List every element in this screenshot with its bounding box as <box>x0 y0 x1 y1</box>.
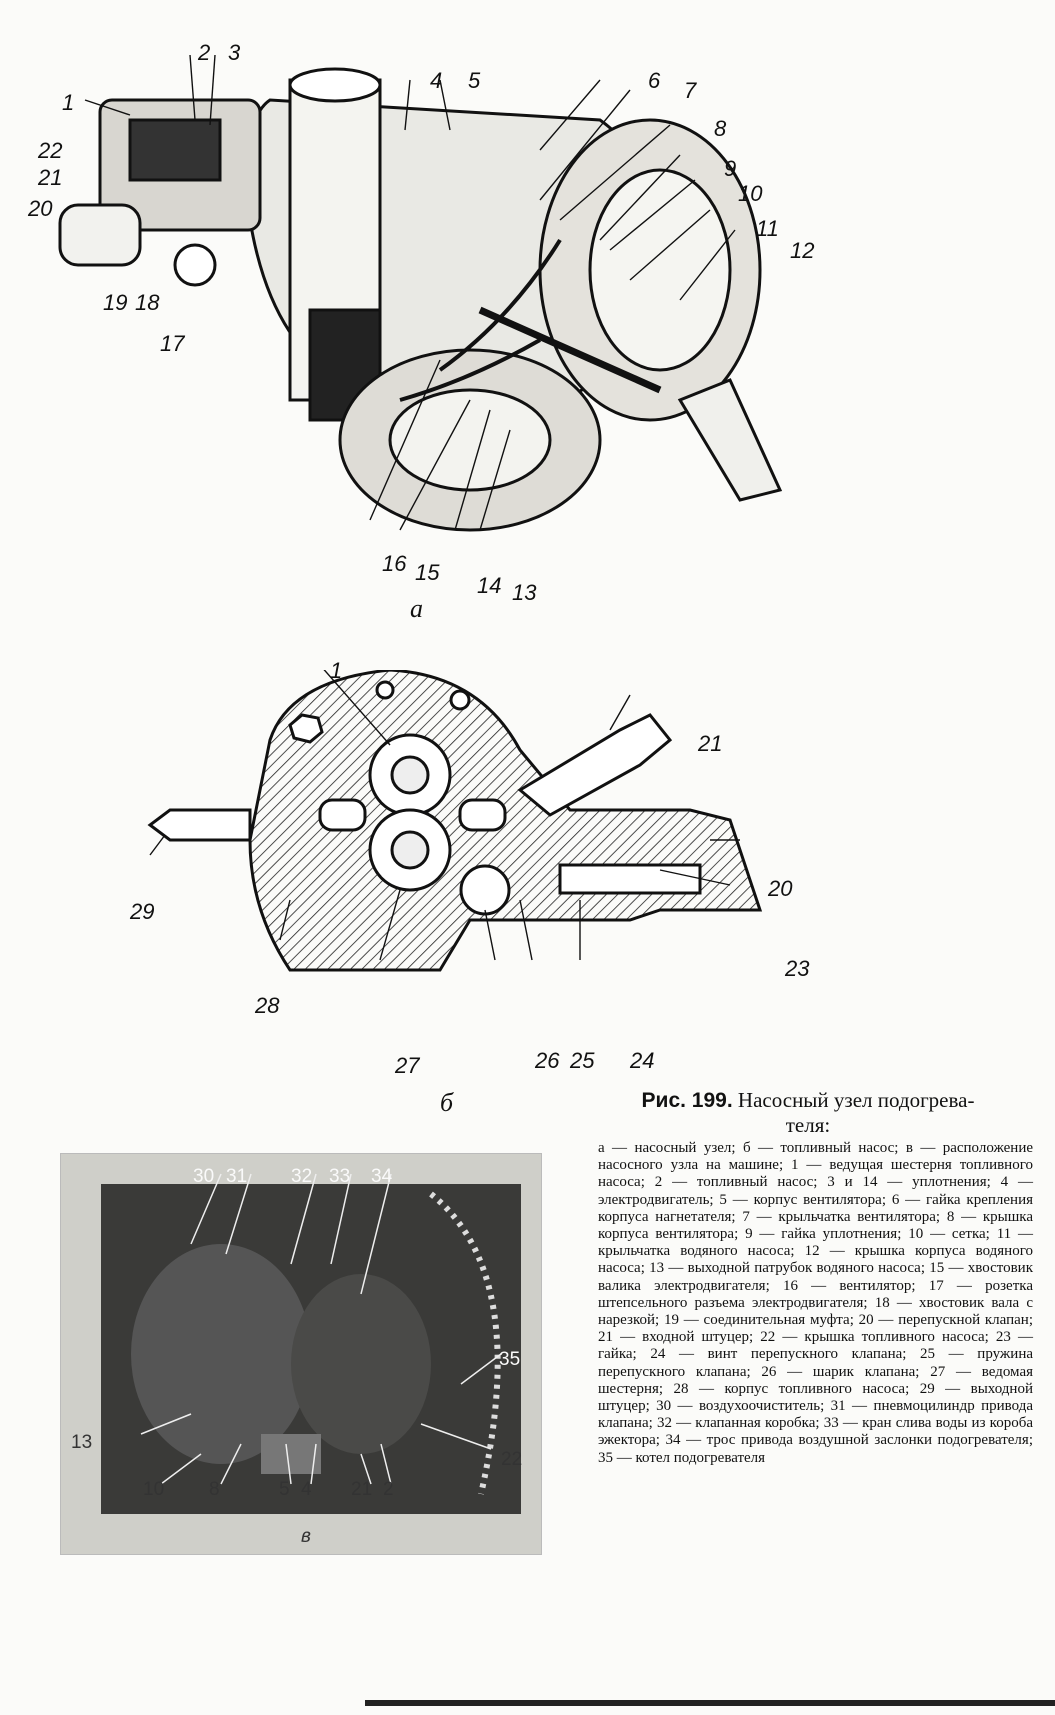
callout-a-17: 17 <box>160 331 185 356</box>
callout-c-8: 8 <box>209 1479 220 1500</box>
callout-a-12: 12 <box>790 238 815 263</box>
callout-a-22: 22 <box>38 138 63 163</box>
callout-c-22: 22 <box>501 1449 523 1470</box>
callout-a-21: 21 <box>38 165 63 190</box>
figure-b-drawing <box>147 670 763 972</box>
page-footer-rule <box>365 1700 1055 1706</box>
callout-a-20: 20 <box>28 196 53 221</box>
figure-caption-title: Рис. 199. Насосный узел подогрева- теля: <box>598 1088 1018 1137</box>
callout-a-9: 9 <box>724 156 737 181</box>
callout-b-24: 24 <box>630 1048 655 1073</box>
callout-c-34: 34 <box>371 1166 393 1187</box>
callout-c-32: 32 <box>291 1166 313 1187</box>
callout-c-30: 30 <box>193 1166 215 1187</box>
callout-c-33: 33 <box>329 1166 351 1187</box>
figure-number: Рис. 199. <box>641 1089 733 1112</box>
callout-a-1: 1 <box>62 90 75 115</box>
callout-a-5: 5 <box>468 68 481 93</box>
callout-b-25: 25 <box>570 1048 595 1073</box>
callout-b-23: 23 <box>785 956 810 981</box>
figure-legend: а — насосный узел; б — топливный насос; … <box>598 1140 1033 1466</box>
figure-a-label: а <box>410 594 423 623</box>
figure-b-label: б <box>440 1088 454 1117</box>
callout-c-4: 4 <box>301 1479 312 1500</box>
callout-a-15: 15 <box>415 560 440 585</box>
callout-a-18: 18 <box>135 290 160 315</box>
figure-c-photo: 30 31 32 33 34 35 13 10 8 5 4 21 2 22 в <box>60 1153 542 1555</box>
callout-a-13: 13 <box>512 580 537 605</box>
callout-b-29: 29 <box>130 899 155 924</box>
callout-b-26: 26 <box>535 1048 560 1073</box>
callout-c-5: 5 <box>279 1479 290 1500</box>
callout-a-11: 11 <box>756 216 779 241</box>
callout-a-6: 6 <box>648 68 661 93</box>
callout-a-10: 10 <box>738 181 763 206</box>
caption-title-line1: Насосный узел подогрева- <box>737 1088 975 1112</box>
callout-a-16: 16 <box>382 551 407 576</box>
figure-a-drawing <box>58 54 783 532</box>
callout-a-3: 3 <box>228 40 241 65</box>
callout-b-20: 20 <box>768 876 793 901</box>
callout-c-31: 31 <box>226 1166 248 1187</box>
callout-c-2: 2 <box>383 1479 394 1500</box>
callout-a-2: 2 <box>198 40 211 65</box>
callout-c-10: 10 <box>143 1479 165 1500</box>
callout-c-35: 35 <box>499 1349 521 1370</box>
callout-c-13: 13 <box>71 1432 93 1453</box>
callout-a-8: 8 <box>714 116 727 141</box>
callout-a-19: 19 <box>103 290 128 315</box>
callout-b-28: 28 <box>255 993 280 1018</box>
figure-c-label: в <box>301 1526 311 1547</box>
caption-title-line2: теля: <box>785 1113 831 1137</box>
callout-b-1: 1 <box>330 658 343 683</box>
callout-a-14: 14 <box>477 573 502 598</box>
callout-b-21: 21 <box>698 731 723 756</box>
callout-a-4: 4 <box>430 68 443 93</box>
callout-a-7: 7 <box>684 78 697 103</box>
callout-b-27: 27 <box>395 1053 420 1078</box>
callout-c-21: 21 <box>351 1479 373 1500</box>
